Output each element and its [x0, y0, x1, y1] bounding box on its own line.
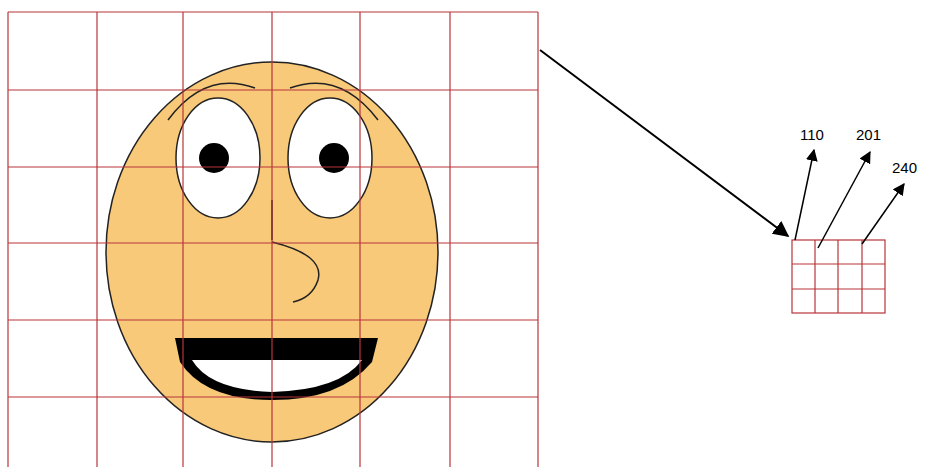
small-grid: [792, 240, 885, 313]
callout-number: 201: [856, 127, 881, 142]
pointer-arrow: [540, 50, 788, 236]
callout-number: 110: [800, 127, 824, 142]
callout-number: 240: [892, 160, 917, 175]
image-grid: [8, 12, 538, 467]
leader-arrows: [795, 150, 904, 248]
